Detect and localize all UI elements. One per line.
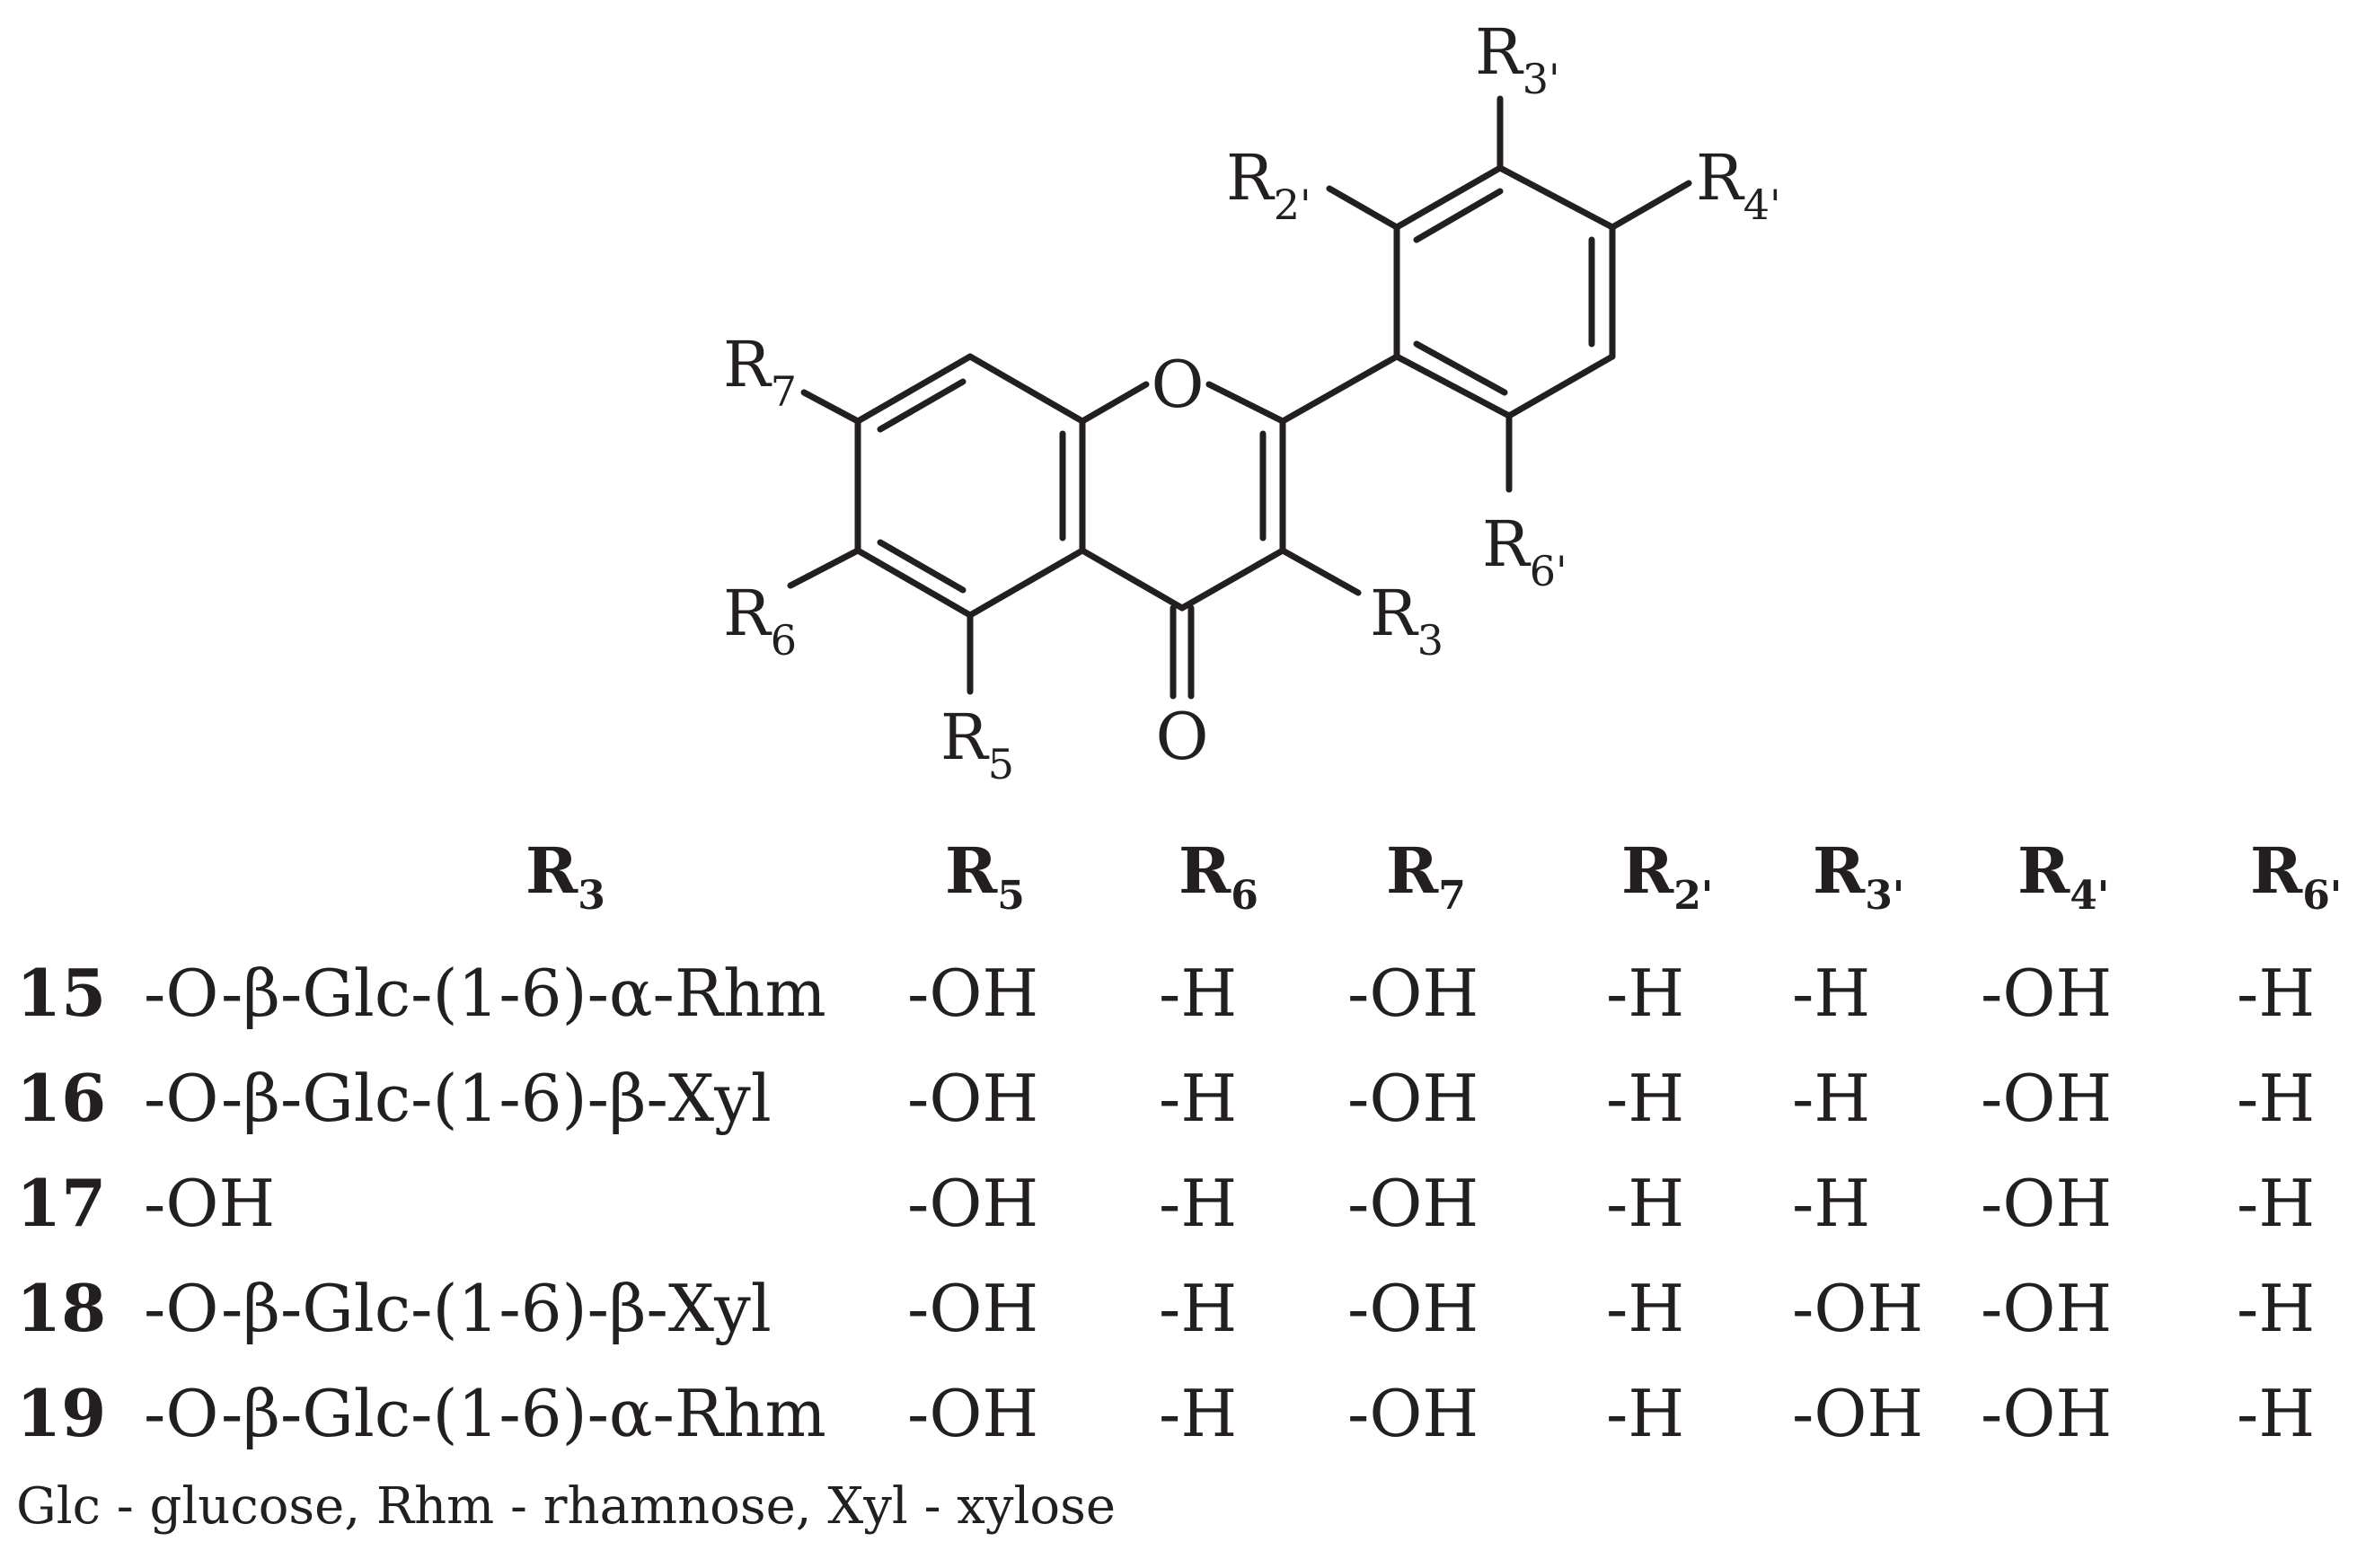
ring-c-bonds bbox=[1079, 381, 1286, 700]
header-r3-prime: R3' bbox=[1813, 833, 1905, 919]
r3-prime-label: R3' bbox=[1475, 15, 1560, 103]
abbreviation-footnote: Glc - glucose, Rhm - rhamnose, Xyl - xyl… bbox=[16, 1477, 1117, 1536]
cell-r7: -OH bbox=[1347, 1271, 1479, 1346]
compound-id: 18 bbox=[16, 1270, 107, 1346]
cell-r3: -O-β-Glc-(1-6)-α-Rhm bbox=[144, 1376, 826, 1451]
cell-r2-prime: -H bbox=[1606, 956, 1685, 1031]
cell-r6-prime: -H bbox=[2237, 1376, 2316, 1451]
cell-r2-prime: -H bbox=[1606, 1061, 1685, 1136]
cell-r2-prime: -H bbox=[1606, 1376, 1685, 1451]
cell-r7: -OH bbox=[1347, 1061, 1479, 1136]
header-r2-prime: R2' bbox=[1621, 833, 1714, 919]
ring-b-bonds bbox=[1279, 164, 1616, 425]
cell-r6: -H bbox=[1159, 1271, 1238, 1346]
cell-r3-prime: -OH bbox=[1792, 1376, 1924, 1451]
cell-r7: -OH bbox=[1347, 956, 1479, 1031]
compound-id: 16 bbox=[16, 1060, 107, 1136]
cell-r3-prime: -H bbox=[1792, 956, 1871, 1031]
cell-r4-prime: -OH bbox=[1981, 1271, 2113, 1346]
cell-r5: -OH bbox=[907, 1376, 1039, 1451]
cell-r6-prime: -H bbox=[2237, 1271, 2316, 1346]
ring-a-bonds bbox=[854, 353, 1086, 619]
compound-id: 19 bbox=[16, 1375, 107, 1451]
cell-r6-prime: -H bbox=[2237, 956, 2316, 1031]
cell-r3-prime: -H bbox=[1792, 1061, 1871, 1136]
cell-r5: -OH bbox=[907, 1271, 1039, 1346]
header-r3: R3 bbox=[525, 833, 605, 919]
cell-r7: -OH bbox=[1347, 1166, 1479, 1241]
header-r7: R7 bbox=[1386, 833, 1466, 919]
r7-label: R7 bbox=[723, 328, 797, 416]
ring-oxygen-label: O bbox=[1151, 347, 1204, 422]
cell-r4-prime: -OH bbox=[1981, 1166, 2113, 1241]
cell-r3: -O-β-Glc-(1-6)-β-Xyl bbox=[144, 1061, 772, 1136]
cell-r6: -H bbox=[1159, 956, 1238, 1031]
header-r6-prime: R6' bbox=[2250, 833, 2343, 919]
header-r4-prime: R4' bbox=[2017, 833, 2110, 919]
header-r6: R6 bbox=[1178, 833, 1258, 919]
cell-r2-prime: -H bbox=[1606, 1271, 1685, 1346]
r3-label: R3 bbox=[1370, 577, 1443, 665]
r6-prime-label: R6' bbox=[1482, 507, 1567, 595]
compound-id: 17 bbox=[16, 1165, 107, 1241]
cell-r6: -H bbox=[1159, 1376, 1238, 1451]
cell-r3-prime: -H bbox=[1792, 1166, 1871, 1241]
cell-r5: -OH bbox=[907, 1166, 1039, 1241]
substituent-bonds bbox=[787, 95, 1692, 695]
cell-r6-prime: -H bbox=[2237, 1061, 2316, 1136]
r2-prime-label: R2' bbox=[1226, 141, 1311, 229]
cell-r3: -OH bbox=[144, 1166, 276, 1241]
cell-r6-prime: -H bbox=[2237, 1166, 2316, 1241]
cell-r3: -O-β-Glc-(1-6)-β-Xyl bbox=[144, 1271, 772, 1346]
cell-r4-prime: -OH bbox=[1981, 1061, 2113, 1136]
cell-r6: -H bbox=[1159, 1166, 1238, 1241]
cell-r3-prime: -OH bbox=[1792, 1271, 1924, 1346]
carbonyl-oxygen-label: O bbox=[1155, 699, 1208, 774]
cell-r6: -H bbox=[1159, 1061, 1238, 1136]
flavone-structure-diagram: O O R3' R2' R4' R7 R6' R6 R3 R5 bbox=[723, 15, 1781, 788]
header-r5: R5 bbox=[945, 833, 1025, 919]
cell-r7: -OH bbox=[1347, 1376, 1479, 1451]
compound-id: 15 bbox=[16, 955, 107, 1031]
cell-r4-prime: -OH bbox=[1981, 1376, 2113, 1451]
cell-r5: -OH bbox=[907, 1061, 1039, 1136]
r4-prime-label: R4' bbox=[1696, 141, 1781, 229]
cell-r5: -OH bbox=[907, 956, 1039, 1031]
r6-label: R6 bbox=[723, 577, 797, 665]
cell-r4-prime: -OH bbox=[1981, 956, 2113, 1031]
r5-label: R5 bbox=[940, 700, 1014, 788]
cell-r2-prime: -H bbox=[1606, 1166, 1685, 1241]
cell-r3: -O-β-Glc-(1-6)-α-Rhm bbox=[144, 956, 826, 1031]
